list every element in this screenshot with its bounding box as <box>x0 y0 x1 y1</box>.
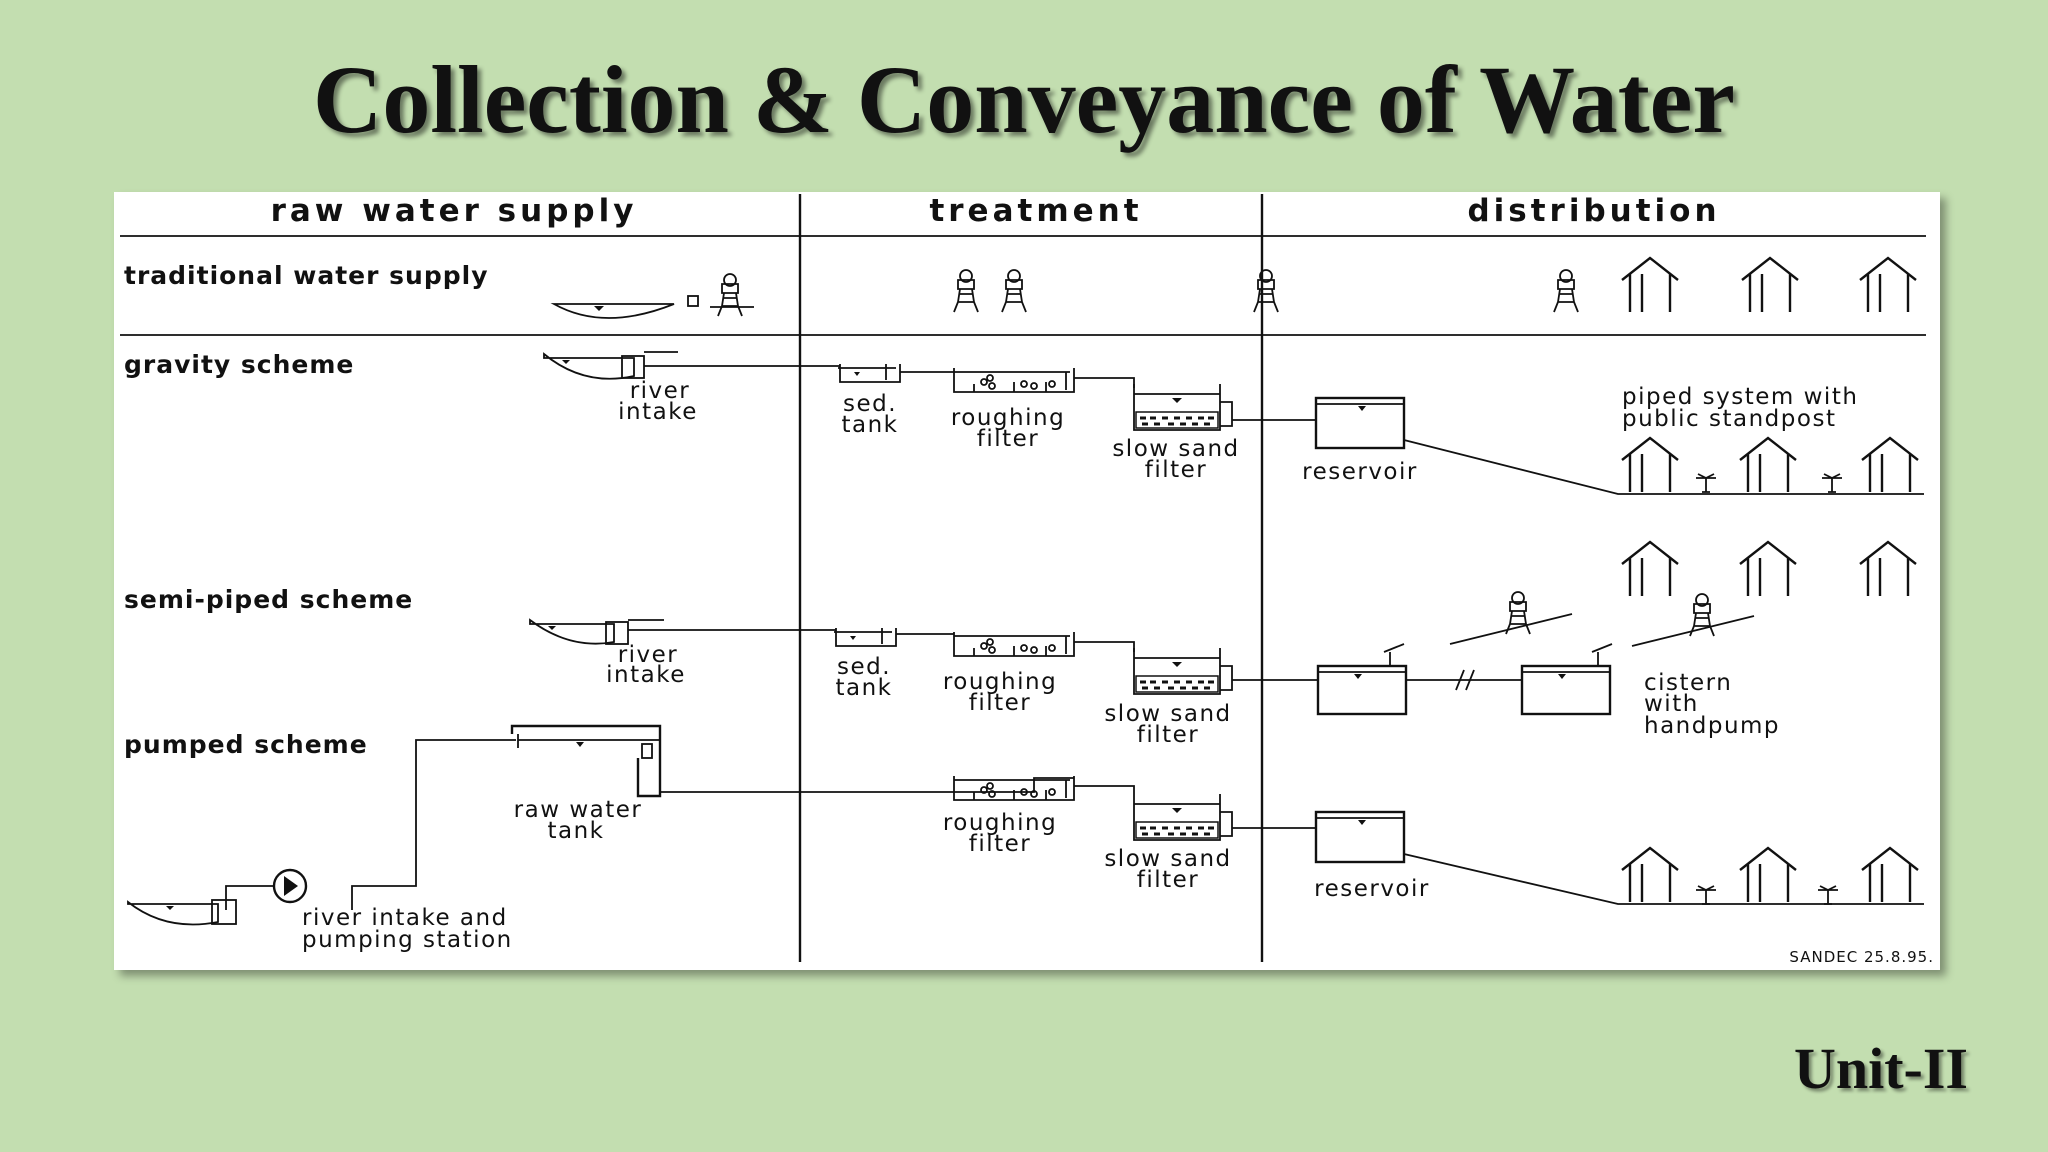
person-icon <box>717 273 743 317</box>
person-icon <box>1001 269 1027 313</box>
svg-text:handpump: handpump <box>1644 713 1780 739</box>
row-label-semi-piped: semi-piped scheme <box>124 585 413 614</box>
cistern-icon <box>1520 643 1613 716</box>
svg-text:filter: filter <box>969 690 1032 716</box>
tree-icon <box>1695 473 1717 493</box>
house-icon <box>1738 540 1798 598</box>
svg-text:cistern: cistern <box>1644 670 1732 696</box>
house-icon <box>1860 846 1920 904</box>
svg-text:filter: filter <box>1137 722 1200 748</box>
svg-text:roughing: roughing <box>943 669 1057 695</box>
house-icon <box>1858 256 1918 314</box>
roughing-filter-icon <box>953 367 1075 393</box>
column-header-raw: raw water supply <box>271 193 638 229</box>
house-icon <box>1620 436 1680 494</box>
svg-text:filter: filter <box>1145 457 1208 483</box>
water-supply-diagram: raw water supply treatment distribution … <box>114 192 1940 970</box>
house-icon <box>1620 256 1680 314</box>
svg-text:intake: intake <box>618 399 698 425</box>
sed-tank-icon <box>833 627 897 647</box>
svg-text:sed.: sed. <box>843 391 897 417</box>
unit-label: Unit-II <box>1793 1036 1968 1101</box>
svg-text:river: river <box>618 642 679 668</box>
person-icon <box>1253 269 1279 313</box>
slide-title: Collection & Conveyance of Water <box>313 46 1735 153</box>
svg-text:slow sand: slow sand <box>1112 436 1239 462</box>
roughing-filter-icon <box>953 631 1075 657</box>
svg-text:piped system with: piped system with <box>1622 384 1858 410</box>
row-label-pumped: pumped scheme <box>124 730 368 759</box>
roughing-filter-icon <box>953 775 1075 801</box>
house-icon <box>1620 846 1680 904</box>
house-icon <box>1620 540 1680 598</box>
svg-text:sed.: sed. <box>837 654 891 680</box>
svg-text:pumping station: pumping station <box>302 927 513 953</box>
diagram-credit: SANDEC 25.8.95. <box>1789 948 1934 966</box>
reservoir-icon <box>1314 810 1406 864</box>
house-icon <box>1740 256 1800 314</box>
svg-text:filter: filter <box>977 426 1040 452</box>
svg-text:raw water: raw water <box>514 797 643 823</box>
row-label-gravity: gravity scheme <box>124 350 354 379</box>
reservoir-icon <box>1314 396 1406 450</box>
tree-icon <box>1695 885 1717 905</box>
house-icon <box>1860 436 1920 494</box>
house-icon <box>1858 540 1918 598</box>
person-icon <box>1553 269 1579 313</box>
svg-text:river: river <box>630 378 691 404</box>
row-label-traditional: traditional water supply <box>124 261 489 290</box>
pond-icon <box>550 303 675 319</box>
sed-tank-icon <box>837 363 901 383</box>
cistern-icon <box>1316 643 1408 716</box>
river-icon <box>127 900 219 926</box>
svg-text:river intake and: river intake and <box>302 905 508 931</box>
river-icon <box>529 618 615 645</box>
column-header-treatment: treatment <box>929 193 1142 229</box>
slow-sand-filter-icon <box>1132 792 1234 842</box>
svg-text:tank: tank <box>835 675 892 701</box>
slow-sand-filter-icon <box>1132 646 1234 696</box>
svg-text:public standpost: public standpost <box>1622 406 1836 432</box>
svg-text:roughing: roughing <box>951 405 1065 431</box>
svg-text:tank: tank <box>547 818 604 844</box>
svg-text:slow sand: slow sand <box>1104 701 1231 727</box>
svg-text:reservoir: reservoir <box>1302 459 1418 485</box>
slow-sand-filter-icon <box>1132 382 1234 432</box>
svg-text:roughing: roughing <box>943 810 1057 836</box>
person-icon <box>953 269 979 313</box>
house-icon <box>1738 846 1798 904</box>
svg-text:with: with <box>1644 691 1699 717</box>
svg-text:reservoir: reservoir <box>1314 876 1430 902</box>
svg-text:intake: intake <box>606 662 686 688</box>
svg-text:filter: filter <box>1137 867 1200 893</box>
house-icon <box>1738 436 1798 494</box>
pump-icon <box>272 868 308 904</box>
svg-text:filter: filter <box>969 831 1032 857</box>
tree-icon <box>1821 473 1843 493</box>
raw-water-tank-icon <box>510 724 662 798</box>
svg-text:slow sand: slow sand <box>1104 846 1231 872</box>
svg-text:tank: tank <box>841 412 898 438</box>
column-header-distribution: distribution <box>1467 193 1720 229</box>
river-icon <box>543 352 635 380</box>
tree-icon <box>1817 885 1839 905</box>
diagram-canvas: raw water supply treatment distribution … <box>120 193 1934 966</box>
